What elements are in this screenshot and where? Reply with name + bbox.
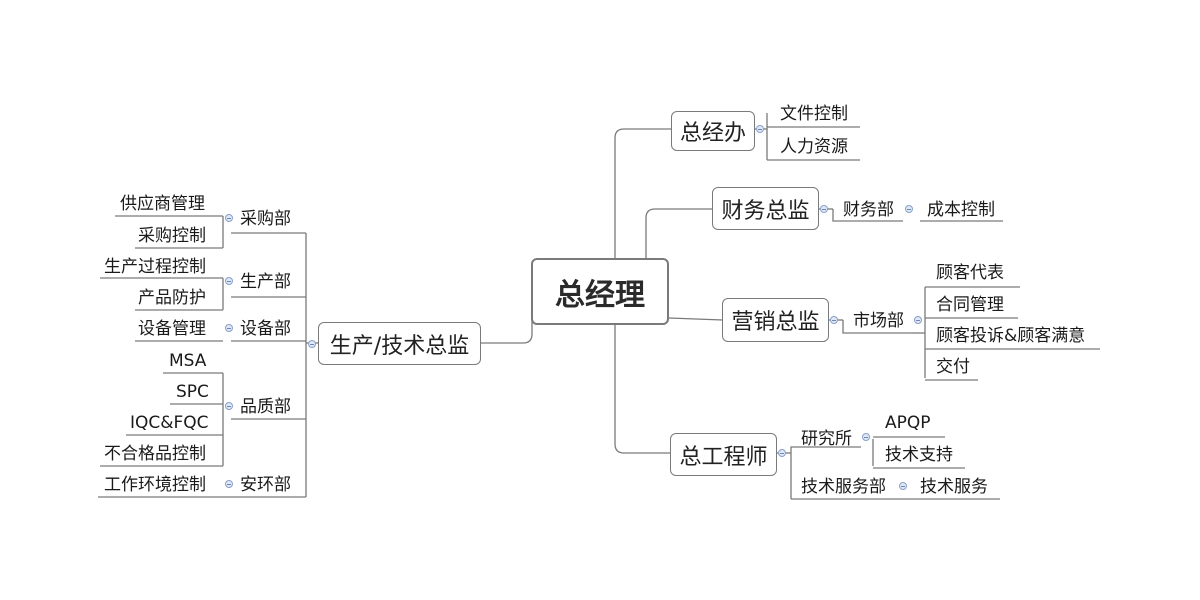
node-quality-dept[interactable]: 品质部 (240, 397, 291, 417)
node-label: 总经办 (679, 121, 746, 146)
leaf-tech-support[interactable]: 技术支持 (885, 445, 953, 465)
collapse-icon[interactable] (225, 277, 233, 285)
node-market-dept[interactable]: 市场部 (853, 311, 904, 331)
leaf-work-environment-control[interactable]: 工作环境控制 (104, 475, 206, 495)
node-label: 财务总监 (721, 198, 810, 224)
leaf-nonconforming-control[interactable]: 不合格品控制 (104, 444, 206, 464)
node-label: 总工程师 (679, 444, 768, 470)
leaf-tech-service[interactable]: 技术服务 (920, 477, 988, 497)
leaf-contract-mgmt[interactable]: 合同管理 (936, 295, 1004, 315)
collapse-icon[interactable] (225, 402, 233, 410)
node-research-institute[interactable]: 研究所 (801, 429, 852, 449)
node-marketing-director[interactable]: 营销总监 (722, 298, 829, 342)
leaf-purchasing-control[interactable]: 采购控制 (138, 226, 206, 246)
node-production-tech-director[interactable]: 生产/技术总监 (318, 322, 481, 365)
connector-root-engineer (614, 325, 671, 454)
collapse-icon[interactable] (225, 480, 233, 488)
collapse-icon[interactable] (225, 324, 233, 332)
node-label: 生产/技术总监 (329, 333, 470, 359)
leaf-product-protection[interactable]: 产品防护 (138, 288, 206, 308)
collapse-icon[interactable] (905, 205, 913, 213)
connector-root-marketing (668, 317, 724, 321)
collapse-icon[interactable] (225, 214, 233, 222)
root-node-general-manager[interactable]: 总经理 (531, 258, 669, 325)
leaf-equipment-mgmt[interactable]: 设备管理 (138, 319, 206, 339)
node-chief-engineer[interactable]: 总工程师 (670, 433, 777, 476)
collapse-icon[interactable] (778, 449, 786, 457)
leaf-cost-control[interactable]: 成本控制 (927, 200, 995, 220)
collapse-icon[interactable] (830, 316, 838, 324)
collapse-icon[interactable] (914, 316, 922, 324)
connector-root-finance (645, 208, 713, 258)
leaf-customer-rep[interactable]: 顾客代表 (936, 263, 1004, 283)
collapse-icon[interactable] (756, 125, 764, 133)
node-general-office[interactable]: 总经办 (671, 111, 755, 151)
node-label: 营销总监 (731, 310, 820, 335)
connector-root-office (614, 128, 672, 258)
node-tech-service-dept[interactable]: 技术服务部 (801, 477, 886, 497)
leaf-document-control[interactable]: 文件控制 (780, 104, 848, 124)
leaf-delivery[interactable]: 交付 (936, 357, 970, 377)
leaf-apqp[interactable]: APQP (885, 413, 931, 433)
node-equipment-dept[interactable]: 设备部 (240, 319, 291, 339)
collapse-icon[interactable] (308, 340, 316, 348)
collapse-icon[interactable] (862, 433, 870, 441)
node-finance-director[interactable]: 财务总监 (712, 187, 819, 230)
leaf-spc[interactable]: SPC (176, 382, 209, 402)
collapse-icon[interactable] (820, 205, 828, 213)
node-production-dept[interactable]: 生产部 (240, 272, 291, 292)
connector-root-production-director (481, 300, 533, 344)
node-safety-env-dept[interactable]: 安环部 (240, 475, 291, 495)
root-label: 总经理 (555, 277, 645, 313)
leaf-supplier-mgmt[interactable]: 供应商管理 (120, 194, 205, 214)
node-finance-dept[interactable]: 财务部 (843, 200, 894, 220)
leaf-process-control[interactable]: 生产过程控制 (104, 257, 206, 277)
leaf-human-resources[interactable]: 人力资源 (780, 137, 848, 157)
collapse-icon[interactable] (899, 482, 907, 490)
leaf-msa[interactable]: MSA (169, 351, 207, 371)
leaf-complaints-satisfaction[interactable]: 顾客投诉&顾客满意 (936, 326, 1086, 346)
leaf-iqc-fqc[interactable]: IQC&FQC (130, 413, 209, 433)
node-purchasing-dept[interactable]: 采购部 (240, 209, 291, 229)
